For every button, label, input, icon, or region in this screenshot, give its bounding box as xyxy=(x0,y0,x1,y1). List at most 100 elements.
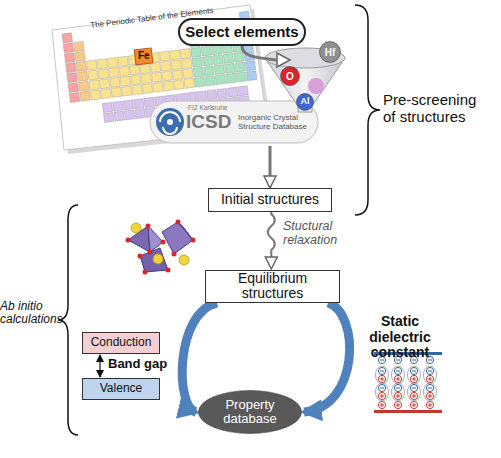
node-text: Hf xyxy=(325,47,336,58)
charge-sign xyxy=(414,394,415,398)
element-cell xyxy=(191,47,202,57)
dipole-outline xyxy=(424,366,437,384)
cation-sphere xyxy=(153,254,163,264)
node-text: Valence xyxy=(100,382,142,395)
element-cell xyxy=(212,45,223,55)
oxygen-dot xyxy=(126,238,131,243)
element-cell xyxy=(90,90,101,100)
element-cell xyxy=(151,72,162,82)
node-text: Select elements xyxy=(185,24,298,41)
logo-caption: Inorganic Crystal Structure Database xyxy=(238,114,316,132)
element-cell xyxy=(97,59,108,69)
element-cell xyxy=(246,71,257,81)
minus-charge xyxy=(394,384,401,391)
minus-charge xyxy=(378,384,385,391)
capacitor-plate xyxy=(374,410,442,413)
element-cell xyxy=(102,102,113,112)
plus-charge xyxy=(410,392,417,399)
charge-sign xyxy=(412,388,416,389)
element-cell xyxy=(174,80,185,90)
element-cell xyxy=(66,63,77,73)
plus-charge xyxy=(426,375,433,382)
oxygen-dot xyxy=(138,254,143,259)
logo-swirl xyxy=(163,127,177,134)
element-cell xyxy=(227,87,238,97)
plus-charge xyxy=(426,392,433,399)
logo-caption: FIZ Karlsruhe xyxy=(188,104,227,111)
element-cell xyxy=(207,90,218,100)
element-cell xyxy=(104,112,115,122)
edge-label: Static dielectric constant xyxy=(350,314,450,361)
element-cell xyxy=(223,53,234,63)
element-cell xyxy=(161,61,172,71)
element-cell xyxy=(201,46,212,56)
element-cell xyxy=(62,33,73,43)
element-cell xyxy=(129,65,140,75)
element-cell xyxy=(140,64,151,74)
element-cell xyxy=(214,65,225,75)
plus-charge xyxy=(410,375,417,382)
minus-charge xyxy=(410,367,417,374)
element-cell xyxy=(182,58,193,68)
element-cell xyxy=(113,101,124,111)
element-cell xyxy=(89,80,100,90)
element-cell xyxy=(153,82,164,92)
oxygen-dot xyxy=(148,250,153,255)
charge-sign xyxy=(414,377,415,381)
element-cell xyxy=(171,60,182,70)
element-cell xyxy=(215,74,226,84)
element-cell xyxy=(119,66,130,76)
logo-dot xyxy=(167,119,173,125)
atom-circle: Hf xyxy=(319,41,341,63)
element-cell xyxy=(79,81,90,91)
element-cell xyxy=(163,81,174,91)
element-cell xyxy=(110,77,121,87)
bracket-label: Pre-screening of structures xyxy=(383,92,491,126)
element-cell xyxy=(101,89,112,99)
plus-charge xyxy=(426,401,433,408)
element-cell xyxy=(68,82,79,92)
element-cell xyxy=(77,71,88,81)
node-text: Al xyxy=(301,97,310,107)
curly-brace xyxy=(355,5,380,215)
edge-label: Stuctural relaxation xyxy=(283,219,363,247)
element-cell xyxy=(194,77,205,87)
dipole-outline xyxy=(376,383,389,401)
flow-connector xyxy=(182,303,217,412)
minus-charge xyxy=(410,384,417,391)
charge-sign xyxy=(430,403,431,407)
element-cell xyxy=(141,74,152,84)
node-text: O xyxy=(286,71,294,82)
plus-charge xyxy=(378,401,385,408)
element-cell xyxy=(170,50,181,60)
database-ellipse: Property database xyxy=(198,390,302,434)
element-cell xyxy=(99,79,110,89)
node-shape xyxy=(281,67,300,86)
node-text: Equilibrium structures xyxy=(206,271,339,302)
element-cell xyxy=(196,91,207,101)
node-text: Conduction xyxy=(91,336,152,349)
element-cell xyxy=(67,73,78,83)
charge-sign xyxy=(380,388,384,389)
band-box: Conduction xyxy=(82,332,160,354)
process-box: Initial structures xyxy=(208,188,332,212)
charge-sign xyxy=(382,403,383,407)
element-cell xyxy=(74,41,85,51)
crystal-polyhedron xyxy=(140,248,168,272)
element-cell xyxy=(184,78,195,88)
element-cell xyxy=(132,85,143,95)
element-cell xyxy=(224,63,235,73)
minus-charge xyxy=(426,367,433,374)
oxygen-dot xyxy=(161,240,166,245)
element-cell xyxy=(235,62,246,72)
cation-sphere xyxy=(131,223,141,233)
element-cell xyxy=(234,52,245,62)
crystal-polyhedron xyxy=(148,226,163,252)
element-cell xyxy=(193,67,204,77)
element-cell xyxy=(86,60,97,70)
element-cell xyxy=(131,75,142,85)
minus-charge xyxy=(394,367,401,374)
bracket-label: Ab initio calculations xyxy=(0,300,68,327)
